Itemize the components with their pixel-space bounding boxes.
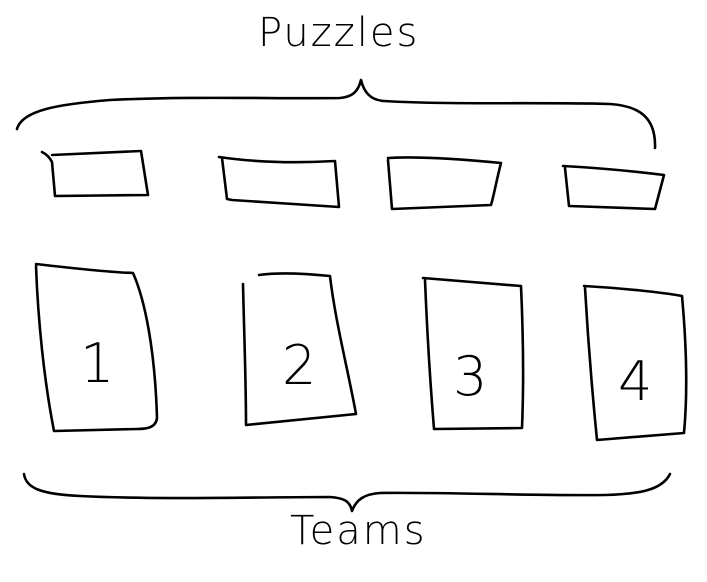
team-card: 1 bbox=[34, 262, 159, 433]
team-number: 2 bbox=[282, 334, 316, 397]
puzzles-label: Puzzles bbox=[258, 10, 419, 56]
teams-brace bbox=[22, 472, 672, 513]
team-number: 1 bbox=[80, 332, 114, 395]
teams-label: Teams bbox=[290, 508, 427, 554]
team-card: 4 bbox=[582, 284, 688, 442]
puzzle-card bbox=[40, 149, 150, 198]
team-number: 4 bbox=[618, 350, 652, 413]
puzzle-card bbox=[386, 156, 503, 211]
puzzles-brace bbox=[15, 78, 657, 150]
team-card: 2 bbox=[241, 272, 358, 427]
team-card: 3 bbox=[421, 276, 525, 431]
puzzle-card bbox=[217, 155, 341, 209]
team-number: 3 bbox=[453, 345, 487, 408]
puzzle-card bbox=[561, 164, 666, 211]
